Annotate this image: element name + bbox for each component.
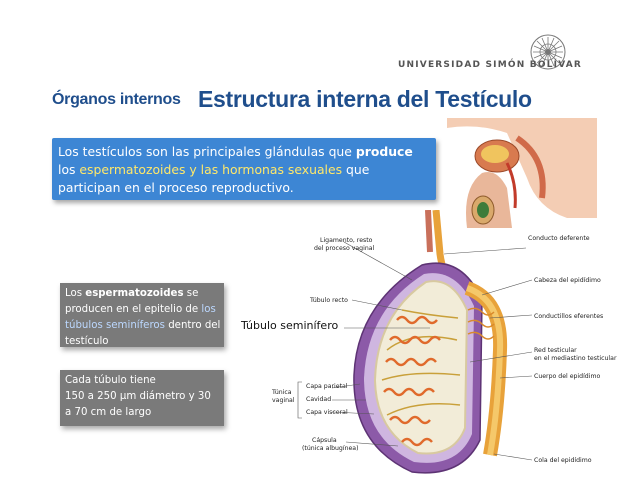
label-conducto-deferente: Conducto deferente xyxy=(528,235,590,242)
label-capsula-2: (túnica albugínea) xyxy=(302,444,359,452)
university-logo: UNIVERSIDAD SIMÓN BOLÍVAR xyxy=(384,32,581,72)
tubulo-line3: a 70 cm de largo xyxy=(65,407,152,418)
intro-produce: produce xyxy=(355,144,413,159)
pelvis-side-illustration xyxy=(447,118,597,228)
label-cabeza-epididimo: Cabeza del epidídimo xyxy=(534,276,601,284)
intro-part1: Los testículos son las principales glánd… xyxy=(58,144,356,159)
tubulo-line1: Cada túbulo tiene xyxy=(65,375,156,386)
intro-hormonas: las hormonas sexuales xyxy=(200,162,343,177)
espermatozoides-box: Los espermatozoides se producen en el ep… xyxy=(60,283,224,347)
intro-espermatozoides: espermatozoides xyxy=(79,162,186,177)
tubulo-line2: 150 a 250 µm diámetro y 30 xyxy=(65,391,211,402)
tubulo-dimensions-box: Cada túbulo tiene 150 a 250 µm diámetro … xyxy=(60,370,224,426)
label-tubulo-recto: Túbulo recto xyxy=(309,296,348,304)
label-ligamento-1: Ligamento, resto xyxy=(320,237,373,244)
label-cola-epididimo: Cola del epidídimo xyxy=(534,456,592,464)
section-label: Órganos internos xyxy=(52,91,181,108)
tubulo-dimensions-text: Cada túbulo tiene 150 a 250 µm diámetro … xyxy=(65,373,221,421)
intro-box: Los testículos son las principales glánd… xyxy=(52,138,436,200)
label-cavidad: Cavidad xyxy=(306,396,331,403)
label-conductillos: Conductillos eferentes xyxy=(534,313,603,320)
esp-p3: dentro del testículo xyxy=(65,320,221,347)
label-capa-visceral: Capa visceral xyxy=(306,409,348,416)
label-tunica-2: vaginal xyxy=(272,397,295,404)
seminiferous-tubules xyxy=(381,309,461,447)
label-tunica-1: Túnica xyxy=(271,388,292,396)
intro-y: y xyxy=(185,162,201,177)
testis-cross-section-diagram: Ligamento, resto del proceso vaginal Con… xyxy=(271,210,617,474)
espermatozoides-text: Los espermatozoides se producen en el ep… xyxy=(65,286,221,350)
label-capa-parietal: Capa parietal xyxy=(306,383,348,390)
intro-part2: los xyxy=(58,162,80,177)
esp-bold: espermatozoides xyxy=(85,288,184,299)
label-red-testicular-1: Red testicular xyxy=(534,347,577,354)
intro-part3: que participan en el proceso reproductiv… xyxy=(58,162,370,195)
intro-text: Los testículos son las principales glánd… xyxy=(58,143,432,197)
university-name: UNIVERSIDAD SIMÓN BOLÍVAR xyxy=(398,60,583,70)
slide-title: Estructura interna del Testículo xyxy=(198,86,532,112)
tubulo-seminifero-label: Túbulo seminífero xyxy=(241,319,339,332)
esp-tubulos: los túbulos seminíferos xyxy=(65,304,216,331)
label-cuerpo-epididimo: Cuerpo del epidídimo xyxy=(534,372,600,380)
esp-p2: se producen en el epitelio de xyxy=(65,288,202,315)
label-ligamento-2: del proceso vaginal xyxy=(314,245,375,252)
esp-p1: Los xyxy=(65,288,86,299)
label-capsula-1: Cápsula xyxy=(312,436,337,444)
label-red-testicular-2: en el mediastino testicular xyxy=(534,355,617,362)
university-seal-icon xyxy=(530,34,566,70)
